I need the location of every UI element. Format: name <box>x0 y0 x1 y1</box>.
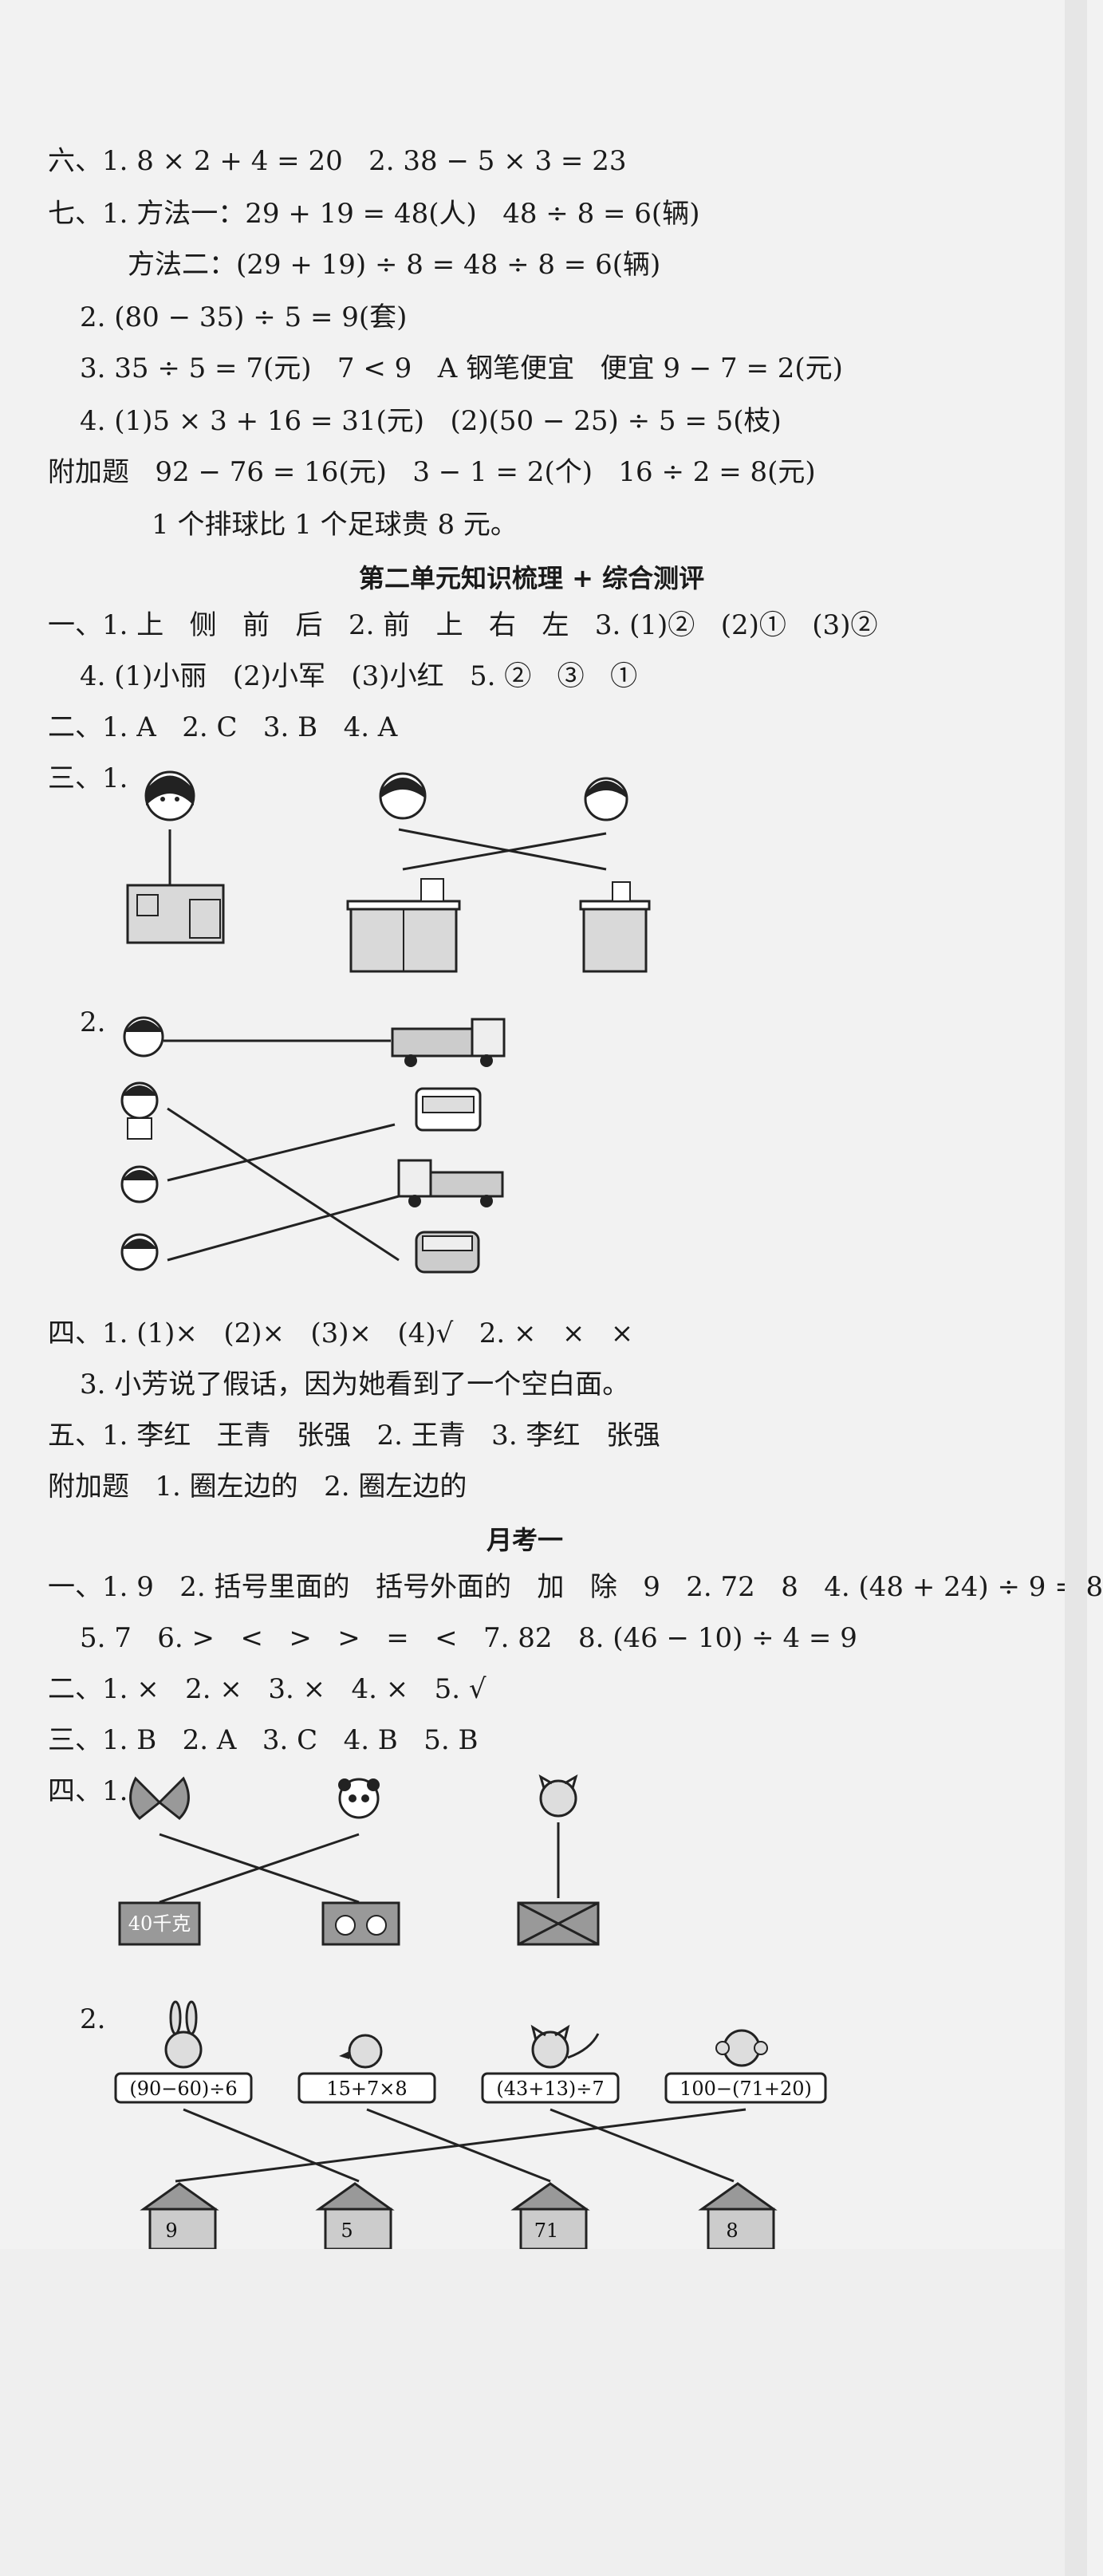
crossed-box <box>517 1901 600 1946</box>
scan-right-edge <box>1065 0 1087 2576</box>
weight-box: 40千克 <box>118 1901 201 1946</box>
test-line-1b: 5. 7 6. > < > > = < 7. 82 8. (46 − 10) ÷… <box>80 1622 857 1654</box>
vehicle-view-matching-figure <box>120 1016 506 1274</box>
unit2-line-3-2: 2. <box>80 1006 106 1038</box>
girl-face-icon <box>120 1081 159 1140</box>
weight-label: 40千克 <box>128 1912 191 1935</box>
test-line-1: 一、1. 9 2. 括号里面的 括号外面的 加 除 9 2. 72 8 4. (… <box>48 1571 1103 1603</box>
girl-face-icon <box>123 1016 164 1058</box>
house-icon: 5 <box>315 2182 395 2251</box>
cat-icon <box>530 2024 600 2069</box>
panda-icon <box>338 1778 380 1819</box>
expression-box-4: 100−(71+20) <box>664 2072 827 2104</box>
girl-face-icon <box>144 770 195 821</box>
girl-face-icon <box>120 1165 159 1203</box>
unit2-line-4-3: 3. 小芳说了假话，因为她看到了一个空白面。 <box>80 1369 630 1400</box>
unit2-line-4: 四、1. (1)× (2)× (3)× (4)√ 2. × × × <box>48 1318 634 1349</box>
house-label-3: 71 <box>534 2220 559 2242</box>
rabbit-icon <box>164 2000 203 2069</box>
expression-box-2: 15+7×8 <box>297 2072 436 2104</box>
expression-house-matching-figure: (90−60)÷6 15+7×8 (43+13)÷7 100−(71+20) 9… <box>114 2000 827 2251</box>
unit2-line-5: 五、1. 李红 王青 张强 2. 王青 3. 李红 张强 <box>48 1420 660 1451</box>
expression-label-3: (43+13)÷7 <box>496 2078 604 2100</box>
answer-line-7-3: 3. 35 ÷ 5 = 7(元) 7 < 9 A 钢笔便宜 便宜 9 − 7 =… <box>80 353 843 384</box>
house-icon: 9 <box>140 2182 219 2251</box>
monkey-icon <box>715 2029 768 2067</box>
answer-line-6: 六、1. 8 × 2 + 4 = 20 2. 38 − 5 × 3 = 23 <box>48 145 627 177</box>
bonus-line-1: 附加题 92 − 76 = 16(元) 3 − 1 = 2(个) 16 ÷ 2 … <box>48 456 816 488</box>
boy-face-icon <box>584 777 628 821</box>
house-label-4: 8 <box>726 2220 738 2242</box>
expression-box-3: (43+13)÷7 <box>481 2072 620 2104</box>
section-title-monthly-test: 月考一 <box>487 1525 564 1555</box>
test-line-4: 四、1. <box>48 1775 128 1807</box>
cat-icon <box>538 1774 578 1818</box>
boy-face-icon <box>379 772 427 820</box>
bonus-line-2: 1 个排球比 1 个足球贵 8 元。 <box>152 509 518 541</box>
expression-label-2: 15+7×8 <box>326 2078 407 2100</box>
butterfly-icon <box>129 1776 190 1821</box>
expression-label-4: 100−(71+20) <box>680 2078 812 2100</box>
house-label-2: 5 <box>341 2220 353 2242</box>
bird-icon <box>339 2034 383 2069</box>
house-label-1: 9 <box>165 2220 177 2242</box>
section-title-unit2: 第二单元知识梳理 + 综合测评 <box>359 563 705 593</box>
house-icon: 71 <box>510 2182 590 2251</box>
view-matching-figure <box>126 770 651 973</box>
unit2-line-3: 三、1. <box>48 762 128 794</box>
truck-icon <box>391 1018 506 1067</box>
unit2-line-1: 一、1. 上 侧 前 后 2. 前 上 右 左 3. (1)② (2)① (3)… <box>48 609 878 641</box>
unit2-line-2: 二、1. A 2. C 3. B 4. A <box>48 711 398 743</box>
expression-label-1: (90−60)÷6 <box>129 2078 237 2100</box>
cabinet-front-view <box>346 878 461 973</box>
answer-line-7-1: 七、1. 方法一：29 + 19 = 48(人) 48 ÷ 8 = 6(辆) <box>48 198 700 230</box>
cabinet-left-view <box>126 884 225 944</box>
answer-line-7-1b: 方法二：(29 + 19) ÷ 8 = 48 ÷ 8 = 6(辆) <box>128 249 661 281</box>
blank-page-bottom <box>0 2249 1087 2576</box>
test-line-2: 二、1. × 2. × 3. × 4. × 5. √ <box>48 1673 487 1705</box>
apple-box <box>321 1901 400 1946</box>
car-front-icon <box>415 1231 480 1274</box>
expression-box-1: (90−60)÷6 <box>114 2072 253 2104</box>
cabinet-side-view <box>579 881 651 973</box>
truck-icon <box>397 1159 504 1207</box>
unit2-line-1b: 4. (1)小丽 (2)小军 (3)小红 5. ② ③ ① <box>80 660 638 692</box>
animal-weight-matching-figure: 40千克 <box>118 1774 600 1946</box>
unit2-bonus: 附加题 1. 圈左边的 2. 圈左边的 <box>48 1471 467 1503</box>
girl-face-icon <box>120 1233 159 1271</box>
answer-line-7-2: 2. (80 − 35) ÷ 5 = 9(套) <box>80 301 408 333</box>
test-line-3: 三、1. B 2. A 3. C 4. B 5. B <box>48 1724 479 1756</box>
test-line-4-2: 2. <box>80 2003 106 2035</box>
house-icon: 8 <box>698 2182 778 2251</box>
bus-front-icon <box>415 1087 482 1132</box>
answer-line-7-4: 4. (1)5 × 3 + 16 = 31(元) (2)(50 − 25) ÷ … <box>80 405 782 437</box>
